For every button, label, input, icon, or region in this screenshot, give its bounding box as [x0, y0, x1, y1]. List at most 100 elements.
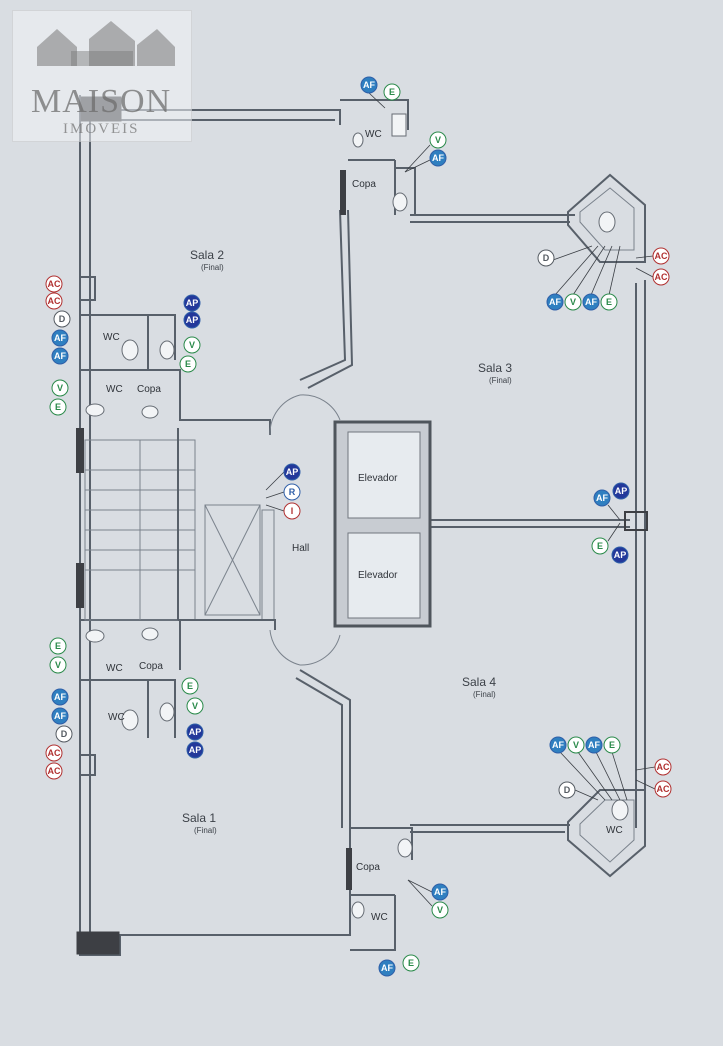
- symbol-label: AF: [585, 297, 597, 307]
- symbol-v: V: [567, 736, 585, 754]
- wc-label: WC: [106, 384, 123, 395]
- room-sub-sala2: (Final): [201, 263, 224, 272]
- symbol-label: E: [606, 297, 612, 307]
- symbol-label: AF: [588, 740, 600, 750]
- symbol-ac: AC: [45, 744, 63, 762]
- symbol-v: V: [431, 901, 449, 919]
- house-icon: [37, 21, 175, 66]
- copa-label: Copa: [139, 661, 163, 672]
- symbol-label: AF: [363, 80, 375, 90]
- symbol-label: AC: [655, 272, 668, 282]
- stairs: [84, 428, 276, 630]
- ne-wc-block: [567, 173, 646, 263]
- symbol-af: AF: [51, 688, 69, 706]
- west-wc-blocks: [80, 276, 271, 776]
- symbol-af: AF: [378, 959, 396, 977]
- symbol-label: AF: [434, 887, 446, 897]
- symbol-af: AF: [431, 883, 449, 901]
- symbol-label: E: [609, 740, 615, 750]
- symbol-label: AC: [48, 766, 61, 776]
- symbol-e: E: [383, 83, 401, 101]
- symbol-ac: AC: [654, 758, 672, 776]
- symbol-e: E: [603, 736, 621, 754]
- symbol-e: E: [181, 677, 199, 695]
- symbol-v: V: [186, 697, 204, 715]
- symbol-label: V: [192, 701, 198, 711]
- symbol-e: E: [49, 637, 67, 655]
- symbol-label: E: [408, 958, 414, 968]
- symbol-i: I: [283, 502, 301, 520]
- room-name-sala3: Sala 3: [478, 361, 512, 375]
- symbol-label: AF: [54, 333, 66, 343]
- wc-label: WC: [371, 912, 388, 923]
- symbol-ap: AP: [183, 311, 201, 329]
- symbol-ap: AP: [186, 723, 204, 741]
- symbol-v: V: [49, 656, 67, 674]
- symbol-label: AF: [54, 351, 66, 361]
- wc-label: WC: [103, 332, 120, 343]
- symbol-label: AP: [189, 727, 202, 737]
- symbol-label: AF: [432, 153, 444, 163]
- symbol-af: AF: [51, 347, 69, 365]
- symbol-label: AC: [48, 296, 61, 306]
- symbol-label: I: [291, 506, 294, 516]
- symbol-ap: AP: [183, 294, 201, 312]
- symbol-ap: AP: [612, 482, 630, 500]
- symbol-label: AP: [286, 467, 299, 477]
- wc-label: WC: [606, 825, 623, 836]
- room-sub-sala3: (Final): [489, 376, 512, 385]
- symbol-label: V: [573, 740, 579, 750]
- symbol-label: V: [570, 297, 576, 307]
- brand-name: MAISON: [31, 83, 172, 120]
- symbol-label: R: [289, 487, 296, 497]
- symbol-label: AF: [549, 297, 561, 307]
- brand-logo: MAISON IMOVEIS: [12, 10, 192, 142]
- symbol-label: AF: [552, 740, 564, 750]
- north-wc-block: [340, 99, 416, 215]
- symbol-label: AC: [657, 784, 670, 794]
- symbol-ac: AC: [652, 247, 670, 265]
- elevators: [333, 420, 432, 628]
- symbol-af: AF: [593, 489, 611, 507]
- symbol-label: AC: [657, 762, 670, 772]
- symbol-v: V: [51, 379, 69, 397]
- symbol-ac: AC: [654, 780, 672, 798]
- symbol-label: AC: [655, 251, 668, 261]
- elevator-label: Elevador: [358, 473, 398, 484]
- symbol-e: E: [600, 293, 618, 311]
- wc-label: WC: [106, 663, 123, 674]
- symbol-ap: AP: [186, 741, 204, 759]
- symbol-v: V: [564, 293, 582, 311]
- symbol-label: E: [597, 541, 603, 551]
- copa-label: Copa: [137, 384, 161, 395]
- outer-walls: [79, 95, 646, 956]
- symbol-ap: AP: [611, 546, 629, 564]
- symbol-ac: AC: [45, 762, 63, 780]
- symbol-ac: AC: [45, 292, 63, 310]
- south-wc-block: [350, 827, 413, 951]
- symbol-e: E: [591, 537, 609, 555]
- symbol-label: V: [55, 660, 61, 670]
- wc-label: WC: [365, 129, 382, 140]
- symbol-label: AF: [381, 963, 393, 973]
- symbol-ac: AC: [652, 268, 670, 286]
- symbol-af: AF: [429, 149, 447, 167]
- symbol-label: E: [55, 641, 61, 651]
- symbol-label: AP: [186, 298, 199, 308]
- leader-lines: [265, 92, 656, 907]
- symbol-label: V: [437, 905, 443, 915]
- room-name-sala2: Sala 2: [190, 248, 224, 262]
- symbol-ap: AP: [283, 463, 301, 481]
- symbol-label: AP: [189, 745, 202, 755]
- hall-label: Hall: [292, 543, 309, 554]
- symbol-label: E: [187, 681, 193, 691]
- symbol-label: E: [55, 402, 61, 412]
- symbol-label: V: [435, 135, 441, 145]
- symbol-label: AF: [54, 692, 66, 702]
- brand-sub: IMOVEIS: [63, 121, 140, 137]
- symbol-e: E: [402, 954, 420, 972]
- symbol-af: AF: [585, 736, 603, 754]
- room-sub-sala4: (Final): [473, 690, 496, 699]
- room-sub-sala1: (Final): [194, 826, 217, 835]
